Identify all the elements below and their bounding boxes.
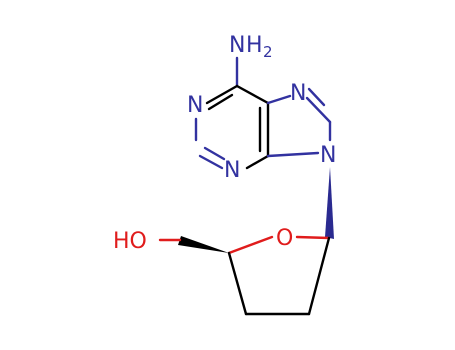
bond-c6-n1-double <box>207 93 234 111</box>
bonds <box>158 56 334 316</box>
bond-n7-c8-double <box>307 87 326 107</box>
atom-label-amine-n: N <box>229 33 245 58</box>
bond-c6-n1 <box>205 84 239 105</box>
bond-c2-n3-double <box>203 146 226 161</box>
wedge-bond-n9-c1prime <box>325 167 334 239</box>
atom-label-ring-o: O <box>276 226 293 251</box>
bond-c1prime-o <box>295 235 331 240</box>
bond-n9-c4 <box>266 151 320 158</box>
bond-c5-c6 <box>235 84 270 105</box>
bond-o-c4prime <box>227 235 274 255</box>
atom-label-amine-h: H <box>246 33 263 58</box>
atom-labels: N H 2 N N N N O HO <box>113 33 336 254</box>
atom-label-n1: N <box>187 93 203 118</box>
wedge-bond-c4prime-c5prime <box>178 236 229 253</box>
atom-label-n7: N <box>290 81 306 106</box>
bond-c2prime-c1prime <box>307 236 331 316</box>
bond-c2-n3 <box>198 154 224 170</box>
atom-label-n3: N <box>224 158 240 183</box>
atom-label-n9: N <box>320 143 336 168</box>
bond-n3-c4 <box>245 154 270 170</box>
atom-label-hydroxyl: HO <box>113 229 147 254</box>
bond-c5-n7 <box>266 94 292 105</box>
bond-c4prime-c3prime <box>227 251 248 316</box>
bond-n7-c8 <box>305 96 332 124</box>
atom-label-amine-h-count: 2 <box>263 43 273 61</box>
